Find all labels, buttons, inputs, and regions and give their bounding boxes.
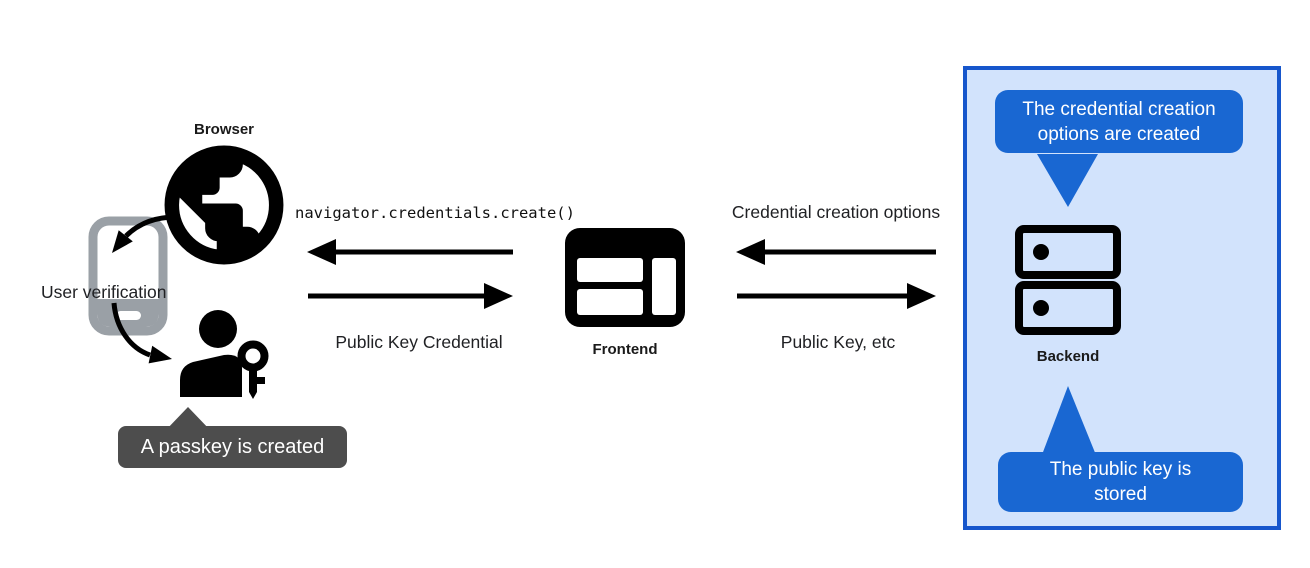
credential-creation-options-label: Credential creation options [731,202,941,222]
create-call-label: navigator.credentials.create() [295,204,575,222]
browser-label: Browser [193,121,255,138]
phone-to-user-arrow [111,302,172,364]
passkey-created-tooltip: A passkey is created [118,426,347,468]
credential-creation-options-arrow [736,239,936,265]
public-key-credential-arrow [308,283,513,309]
user-verification-label: User verification [41,282,167,302]
browser-window-icon [565,228,685,327]
options-created-callout-tail [1037,154,1098,207]
smartphone-icon [88,216,168,336]
passkey-created-tooltip-tail [165,407,211,431]
server-stack-icon [1015,225,1121,335]
public-key-etc-label: Public Key, etc [780,332,896,352]
create-call-arrow [307,239,513,265]
options-created-callout: The credential creation options are crea… [995,90,1243,153]
globe-to-phone-arrow [112,214,177,253]
public-key-credential-label: Public Key Credential [335,332,503,352]
passkey-created-text: A passkey is created [140,435,325,458]
key-stored-text: The public key is stored [1049,459,1192,505]
options-created-text: The credential creation options are crea… [1022,98,1216,145]
public-key-etc-arrow [737,283,936,309]
globe-icon [164,145,284,265]
backend-label: Backend [1036,348,1100,365]
person-key-icon [180,310,269,399]
key-stored-callout: The public key is stored [998,452,1243,512]
frontend-label: Frontend [592,341,658,358]
key-stored-callout-tail [1040,386,1098,460]
